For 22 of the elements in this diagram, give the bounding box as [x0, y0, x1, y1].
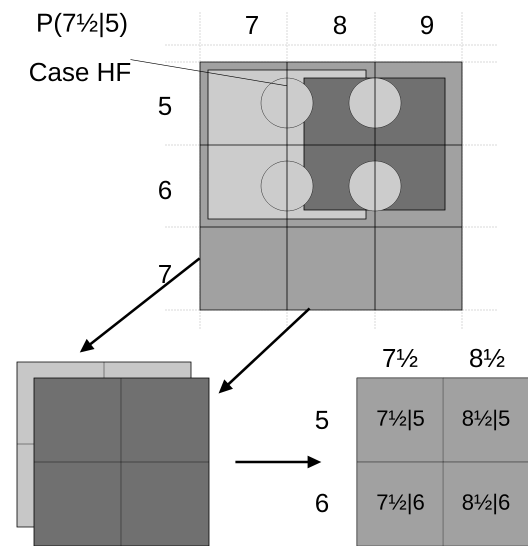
row-label: 5 — [316, 410, 328, 430]
table-cell: 7½|5 — [356, 378, 444, 462]
column-label: 7½ — [383, 349, 418, 367]
circle — [260, 160, 314, 212]
leader-line — [130, 59, 288, 86]
row-label: 6 — [159, 180, 172, 200]
row-label: 5 — [158, 96, 172, 116]
table-cell: 8½|6 — [442, 462, 528, 546]
circle — [260, 78, 314, 128]
column-label: 8½ — [470, 348, 504, 368]
circle — [348, 78, 402, 128]
table-cell: 8½|5 — [442, 378, 528, 462]
row-label: 6 — [316, 494, 328, 512]
column-label: 9 — [421, 16, 433, 34]
row-label: 7 — [159, 265, 171, 283]
column-label: 8 — [334, 16, 346, 34]
column-label: 7 — [246, 16, 258, 34]
formula-label: P(7½|5) — [38, 12, 126, 38]
callout-text: Case HF — [30, 62, 130, 82]
grid-drawing — [34, 378, 210, 546]
circle — [348, 160, 402, 212]
table-cell: 7½|6 — [356, 462, 444, 546]
